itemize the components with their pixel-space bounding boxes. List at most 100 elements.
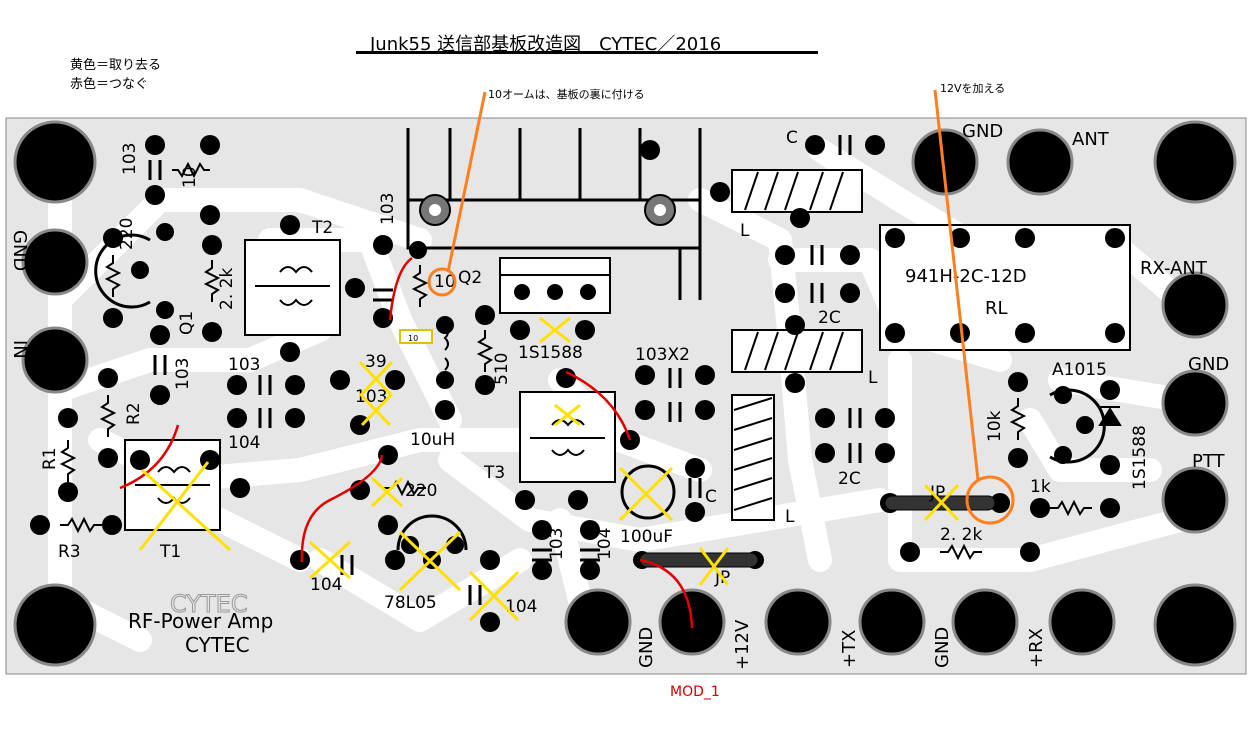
connector-bottom-gnd-a [564,588,632,656]
title-underline [356,51,818,54]
pointer-12v [933,89,980,481]
label-right-rx-ant: RX-ANT [1140,258,1208,279]
label-jp-b: JP [929,483,945,503]
x-reg-78l05 [398,530,462,592]
label-c-104-a: 104 [228,433,260,453]
label-r1: R1 [40,447,60,470]
electrolytic-outline [620,464,676,520]
label-r-10: 10 [180,166,200,188]
label-r-2.2k-a: 2. 2k [217,268,237,310]
label-r-10-ohm: 10 [434,272,456,292]
x-c-104-c [468,570,520,622]
x-t1 [138,461,232,552]
mount-hole-top-left [13,120,97,204]
label-c-104-c: 104 [505,597,537,617]
x-jp-b [923,483,960,522]
silk-ghost-logo: CYTEC [170,590,248,618]
power-note: 12Vを加える [940,82,1006,95]
board-maker: CYTEC [185,633,250,657]
label-r-220-b: 220 [405,481,437,501]
label-r-220-a: 220 [117,218,137,250]
label-c-104-d: 104 [595,528,615,560]
wire-q2-to-10ohm [388,256,413,321]
label-bottom-12v: +12V [732,619,753,670]
orange-highlights [427,89,1015,525]
connector-bottom-extra [951,588,1019,656]
highlight-10ohm [427,267,457,297]
resistor-symbols [59,161,1092,561]
label-bottom-gnd-b: GND [932,627,953,668]
connector-bottom-gnd-b [858,588,926,656]
inductor-blocks [731,169,863,521]
label-c-104-b: 104 [310,575,342,595]
label-top-gnd: GND [962,121,1003,142]
transformer-t2 [244,239,341,336]
label-c-100uf: 100uF [620,527,673,547]
connectors [13,120,1237,667]
wire-104-to-220 [300,454,384,563]
diagram-title: Junk55 送信部基板改造図 CYTEC／2016 [370,34,722,55]
label-right-ptt: PTT [1192,451,1226,472]
label-r-10k: 10k [985,410,1005,442]
label-d-1s1588-b: 1S1588 [1130,425,1150,490]
x-d-1s1588-a [539,316,571,344]
q1-outline [94,233,151,309]
label-r-1k: 1k [1030,477,1051,497]
diode-symbols [1098,406,1122,426]
x-c-39 [358,360,394,398]
connector-right-ptt [1161,466,1229,534]
mount-hole-bottom-right [1153,583,1237,667]
x-c-104-b [308,540,352,580]
solder-pads [30,135,1120,632]
board-name: RF-Power Amp [128,609,273,633]
relay-body [879,224,1131,351]
x-t3 [554,403,581,427]
label-c-103-b: 103 [378,193,398,225]
connector-right-rx-ant [1161,271,1229,339]
label-c-39: 39 [365,352,387,372]
label-l-bottom: L [785,507,795,527]
red-connections [119,256,694,629]
relay-label: RL [985,298,1008,319]
connector-right-gnd [1161,369,1229,437]
x-r-220-b [370,476,404,508]
label-l-10uh: 10uH [410,430,455,450]
connector-bottom-rx [1048,588,1116,656]
small-resistor-box [399,329,433,344]
label-t1: T1 [159,542,181,562]
legend-red: 赤色＝つなぐ [70,77,149,92]
label-c-2c-a: 2C [818,308,841,328]
label-q1: Q1 [177,311,197,335]
label-right-gnd: GND [1188,354,1229,375]
label-left-gnd: GND [9,230,30,271]
wire-t3-to-via [565,370,632,441]
label-c-103-c: 103 [173,358,193,390]
label-r-2.2k-b: 2. 2k [940,525,982,545]
mount-hole-top-right [1153,120,1237,204]
x-c-103-e [360,394,392,427]
label-c-103-f: 103 [547,528,567,560]
label-t3: T3 [483,463,505,483]
wire-12v-to-jp [639,558,694,629]
pointer-10ohm [446,91,487,273]
connector-left-gnd [21,228,89,296]
label-left-in: IN [9,340,30,359]
label-c-103-d: 103 [228,355,260,375]
reg-outline [396,514,468,551]
connector-labels: GND ANT RX-ANT GND PTT GND IN GND +12V +… [9,121,1229,670]
transformer-t3 [519,391,616,483]
connector-top-ant [1006,128,1074,196]
label-c-103x2: 103X2 [635,345,690,365]
wire-t1-to-r2 [119,424,180,490]
label-t2: T2 [311,218,333,238]
label-c-103-a: 103 [120,143,140,175]
connector-bottom-tx [764,588,832,656]
label-l-top: L [740,221,750,241]
label-l-mid: L [868,368,878,388]
label-bottom-tx: +TX [839,630,860,668]
x-jp-a [698,547,730,586]
legend-yellow: 黄色＝取り去る [70,58,162,73]
x-c-100uf [618,466,674,522]
